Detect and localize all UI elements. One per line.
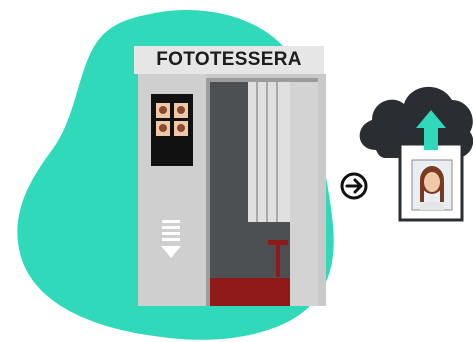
booth-sign-label: FOTOTESSERA (134, 46, 324, 74)
portrait-photo (412, 160, 452, 210)
booth-floor (210, 278, 290, 306)
circle-arrow-right-icon (342, 174, 366, 198)
cloud-upload-icon (360, 87, 473, 220)
